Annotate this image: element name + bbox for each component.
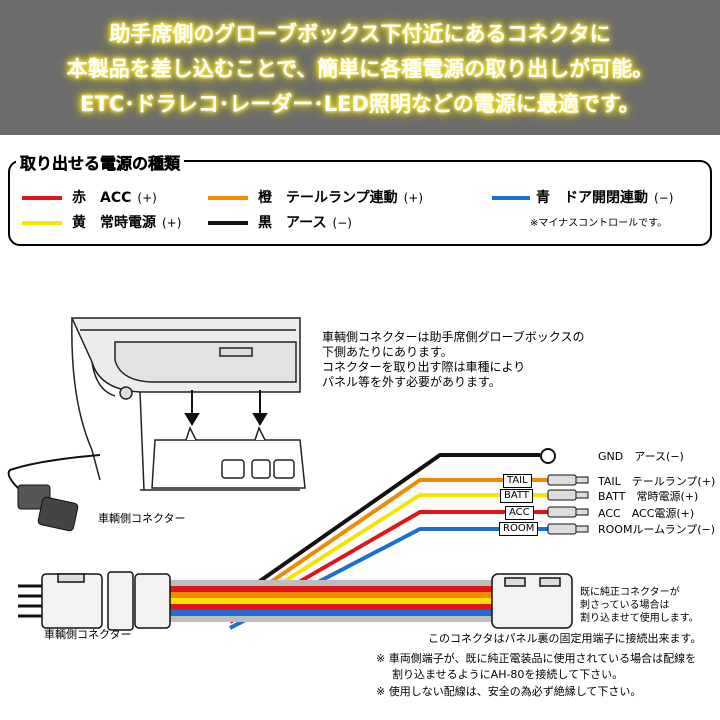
legend-label-blue: 青 ドア開閉連動 xyxy=(536,190,648,206)
banner-line-1: 助手席側のグローブボックス下付近にあるコネクタに xyxy=(109,22,611,46)
location-note-line-4: パネル等を外す必要があります。 xyxy=(322,375,501,389)
wire-tag-tail: TAIL xyxy=(503,474,532,488)
panel-underside xyxy=(151,426,306,489)
terminal-acc-name: ACC xyxy=(598,507,621,520)
genuine-connector-note-3: 割り込ませて使用します。 xyxy=(580,613,699,624)
legend-polarity-orange: (+) xyxy=(403,191,424,205)
left-vehicle-connector xyxy=(18,571,171,631)
genuine-connector-note-1: 既に純正コネクターが xyxy=(580,587,680,598)
legend-label-yellow: 黄 常時電源 xyxy=(72,215,156,231)
legend-title: 取り出せる電源の種類 xyxy=(16,150,185,174)
banner-line-2: 本製品を差し込むことで、簡単に各種電源の取り出しが可能。 xyxy=(66,57,654,81)
terminal-gnd: GND アース(−) xyxy=(598,448,684,464)
right-genuine-connector xyxy=(491,573,573,629)
wire-tag-room: ROOM xyxy=(499,522,539,536)
terminal-tail-desc: テールランプ(+) xyxy=(631,475,716,488)
legend-minus-note: ※マイナスコントロールです。 xyxy=(530,218,668,229)
panel-mount-note: このコネクタはパネル裏の固定用端子に接続出来ます。 xyxy=(428,632,702,645)
legend-item-yellow: 黄 常時電源 (+) xyxy=(72,212,181,232)
caution-line-3: ※ 使用しない配線は、安全の為必ず絶縁して下さい。 xyxy=(376,685,642,698)
main-harness xyxy=(160,580,495,622)
ground-ring-terminal xyxy=(540,448,556,464)
terminal-acc: ACC ACC電源(+) xyxy=(598,505,694,521)
terminal-batt-desc: 常時電源(+) xyxy=(636,490,699,503)
wire-black xyxy=(228,453,540,604)
legend-polarity-black: (−) xyxy=(332,216,352,230)
terminal-room: ROOMルームランプ(−) xyxy=(598,521,715,537)
legend-item-orange: 橙 テールランプ連動 (+) xyxy=(258,187,423,207)
legend-label-orange: 橙 テールランプ連動 xyxy=(258,190,398,206)
legend-swatch-blue xyxy=(492,196,530,200)
legend-item-red: 赤 ACC (+) xyxy=(72,187,157,207)
down-arrows xyxy=(184,390,268,426)
terminal-tail-name: TAIL xyxy=(598,475,621,488)
legend-swatch-yellow xyxy=(22,221,62,225)
caution-line-2: 割り込ませるようにAH-80を接続して下さい。 xyxy=(392,668,624,681)
header-banner: 助手席側のグローブボックス下付近にあるコネクタに 本製品を差し込むことで、簡単に… xyxy=(0,0,720,135)
terminal-tail: TAIL テールランプ(+) xyxy=(598,473,715,489)
vehicle-connector-label-upper: 車輌側コネクター xyxy=(98,512,186,525)
power-type-legend: 取り出せる電源の種類 赤 ACC (+) 黄 常時電源 (+) 橙 テールランプ連動… xyxy=(8,150,712,246)
genuine-connector-note-2: 刺さっている場合は xyxy=(580,600,670,611)
location-note-line-1: 車輌側コネクターは助手席側グローブボックスの xyxy=(322,330,585,344)
legend-label-black: 黒 アース xyxy=(258,215,327,231)
terminal-batt: BATT 常時電源(+) xyxy=(598,488,698,504)
legend-polarity-red: (+) xyxy=(137,191,157,205)
location-note-line-3: コネクターを取り出す際は車種により xyxy=(322,360,526,374)
wire-tag-acc: ACC xyxy=(505,506,534,520)
legend-swatch-red xyxy=(22,196,62,200)
terminal-acc-desc: ACC電源(+) xyxy=(631,507,695,520)
caution-line-1: ※ 車両側端子が、既に純正電装品に使用されている場合は配線を xyxy=(376,652,697,665)
loose-vehicle-connector xyxy=(7,454,101,532)
legend-swatch-orange xyxy=(208,196,248,200)
legend-polarity-yellow: (+) xyxy=(162,216,182,230)
vehicle-connector-label-lower: 車輌側コネクター xyxy=(44,628,132,641)
legend-label-red: 赤 ACC xyxy=(72,190,132,206)
location-note-line-2: 下側あたりにあります。 xyxy=(322,345,453,359)
terminal-batt-name: BATT xyxy=(598,490,626,503)
legend-item-blue: 青 ドア開閉連動 (−) xyxy=(536,187,673,207)
terminal-room-desc: ルームランプ(−) xyxy=(632,523,716,536)
banner-line-3: ETC･ドラレコ･レーダー･LED照明などの電源に最適です。 xyxy=(80,92,640,116)
legend-polarity-blue: (−) xyxy=(654,191,674,205)
spade-terminals xyxy=(547,474,589,535)
terminal-room-name: ROOM xyxy=(598,523,633,536)
dashboard-illustration xyxy=(70,317,301,491)
legend-swatch-black xyxy=(208,221,248,225)
legend-item-black: 黒 アース (−) xyxy=(258,212,352,232)
wire-tag-batt: BATT xyxy=(500,489,533,503)
terminal-gnd-desc: アース(−) xyxy=(634,450,684,463)
terminal-gnd-name: GND xyxy=(598,450,624,463)
